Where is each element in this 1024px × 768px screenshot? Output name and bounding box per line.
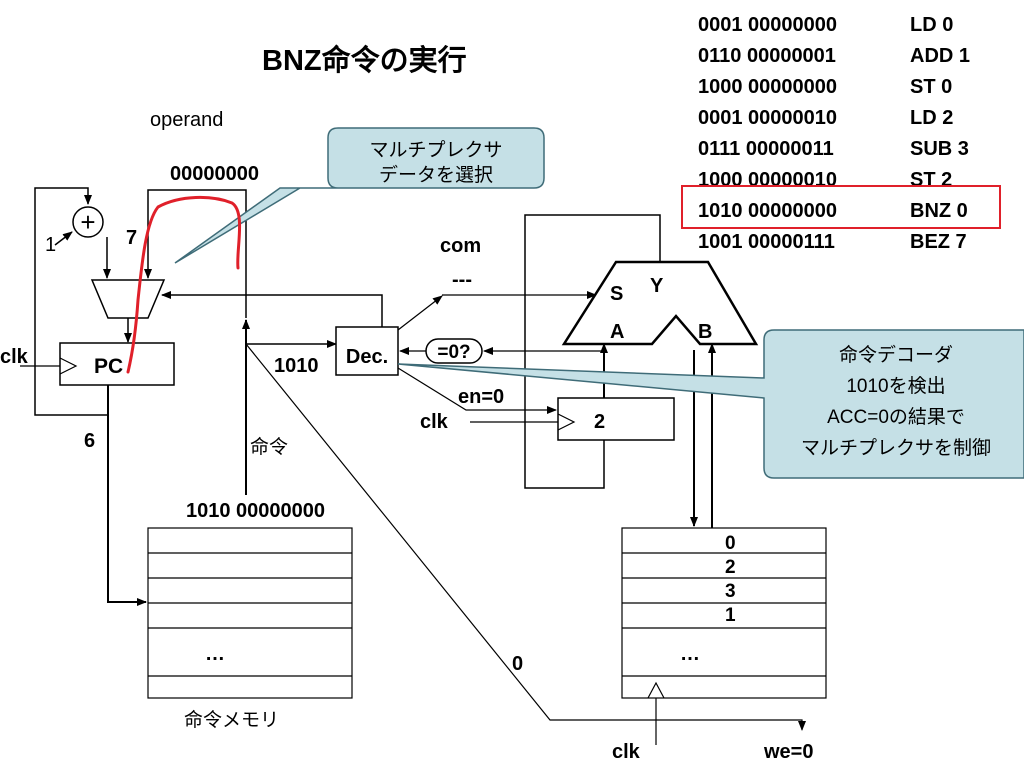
constant-one: 1 — [45, 234, 56, 256]
dmem-cell-2: 3 — [725, 581, 736, 602]
com-dashes: --- — [452, 269, 472, 291]
acc-register — [557, 397, 675, 441]
enable-wire — [397, 367, 557, 414]
mux-callout-line2: データを選択 — [379, 164, 493, 186]
program-asm: BNZ 0 — [910, 200, 968, 222]
acc-value: 2 — [594, 411, 605, 433]
enable-label: en=0 — [458, 386, 504, 408]
pc-multiplexer — [90, 279, 166, 319]
alu-y-port: Y — [650, 275, 664, 297]
decoder-label: Dec. — [346, 346, 388, 368]
mux-callout-line1: マルチプレクサ — [369, 139, 502, 161]
decoder-box — [335, 326, 399, 376]
pc-register — [59, 342, 175, 386]
current-instruction-highlight — [681, 185, 1001, 229]
program-asm: ADD 1 — [910, 45, 971, 67]
program-code: 0001 00000010 — [698, 107, 838, 129]
label-seven: 7 — [126, 227, 137, 249]
program-code: 0001 00000000 — [698, 14, 838, 36]
dec-callout-line1: 命令デコーダ — [839, 344, 953, 366]
constant-one-wire — [54, 231, 73, 246]
program-asm: SUB 3 — [910, 138, 969, 160]
dmem-clock-icon — [647, 681, 665, 699]
dec-callout-line3: ACC=0の結果で — [827, 406, 965, 428]
pc-label: PC — [94, 355, 123, 378]
alu-a-port: A — [610, 321, 624, 343]
zero-check-box — [425, 338, 483, 364]
operand-value: 00000000 — [170, 163, 259, 185]
program-code: 0110 00000001 — [698, 45, 836, 67]
adder-icon — [72, 206, 104, 238]
alu-s-port: S — [610, 283, 623, 305]
operand-label: operand — [150, 109, 223, 131]
opcode-label: 1010 — [274, 355, 319, 377]
imem-ellipsis: … — [205, 643, 225, 665]
data-memory — [621, 527, 827, 699]
pc-to-imem-wire — [107, 385, 147, 606]
address-zero-label: 0 — [512, 653, 523, 675]
dec-to-com-wire — [397, 295, 443, 331]
pc-clk-label: clk — [0, 346, 29, 368]
instr-value: 1010 00000000 — [186, 500, 325, 522]
dmem-clk-label: clk — [612, 741, 641, 763]
zero-check-label: =0? — [437, 342, 470, 363]
pc-clock-icon — [59, 357, 78, 375]
red-pen-annotation — [126, 195, 242, 374]
program-asm: ST 0 — [910, 76, 953, 98]
acc-clk-label: clk — [420, 411, 449, 433]
program-code: 1001 00000111 — [698, 231, 835, 253]
page-title: BNZ命令の実行 — [262, 43, 467, 77]
program-asm: LD 2 — [910, 107, 954, 129]
alu-feedback-loop — [524, 214, 661, 489]
pc-width-label: 6 — [84, 430, 95, 452]
program-code: 0111 00000011 — [698, 138, 834, 160]
dmem-cell-0: 0 — [725, 533, 736, 554]
program-code: 1000 00000000 — [698, 76, 838, 98]
mux-callout — [174, 127, 545, 264]
imem-label: 命令メモリ — [184, 709, 279, 731]
address-wire — [245, 343, 806, 731]
program-asm: BEZ 7 — [910, 231, 967, 253]
alu — [561, 260, 759, 346]
dmem-cell-1: 2 — [725, 557, 736, 578]
dmem-ellipsis: … — [680, 643, 700, 665]
alu-b-port: B — [698, 321, 712, 343]
com-label: com — [440, 235, 481, 257]
instr-label: 命令 — [250, 436, 288, 458]
adder-plus: + — [80, 207, 95, 237]
instruction-memory — [147, 527, 353, 699]
acc-clock-icon — [557, 413, 576, 431]
dec-to-mux-control-wire — [161, 291, 383, 327]
dmem-cell-3: 1 — [725, 605, 736, 626]
program-code: 1010 00000000 — [698, 200, 838, 222]
dec-callout-line4: マルチプレクサを制御 — [801, 437, 991, 459]
decoder-callout — [397, 329, 1024, 479]
we-label: we=0 — [763, 741, 813, 763]
operand-wire — [147, 189, 247, 318]
program-asm: LD 0 — [910, 14, 954, 36]
dec-callout-line2: 1010を検出 — [846, 375, 945, 397]
